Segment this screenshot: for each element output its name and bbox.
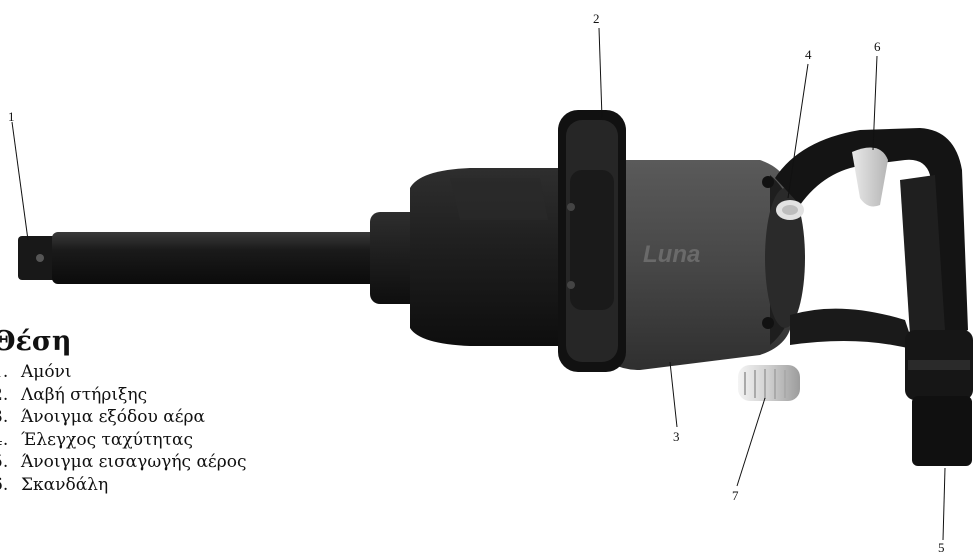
legend-item-number: 6. [0, 474, 9, 495]
brand-logo: Luna [643, 241, 700, 268]
callout-4: 4 [805, 47, 812, 62]
legend-item-number: 2. [0, 384, 9, 405]
legend-item: 2. Λαβή στήριξης [0, 384, 352, 407]
speed-control-dial [776, 200, 804, 220]
air-inlet [905, 330, 973, 466]
motor-housing: Luna [600, 160, 805, 370]
legend-item-label: Άνοιγμα εισαγωγής αέρος [21, 452, 247, 472]
legend-item-number: 1. [0, 362, 9, 382]
legend-item: 4. Έλεγχος ταχύτητας [0, 429, 352, 452]
legend-item: 3. Άνοιγμα εξόδου αέρα [0, 406, 352, 429]
legend-item: 1. Αμόνι [0, 361, 352, 384]
callout-7: 7 [732, 488, 739, 503]
legend-item-label: Σκανδάλη [21, 474, 109, 495]
legend-title: Θέση [0, 326, 72, 357]
legend-item-label: Άνοιγμα εξόδου αέρα [21, 407, 205, 427]
legend-item-number: 3. [0, 407, 9, 427]
legend-item-number: 4. [0, 429, 9, 450]
legend-item-label: Έλεγχος ταχύτητας [21, 429, 194, 450]
legend-list: 1. Αμόνι 2. Λαβή στήριξης 3. Άνοιγμα εξόδου… [0, 361, 352, 496]
front-housing [410, 168, 570, 346]
legend-item-label: Λαβή στήριξης [21, 384, 148, 405]
leader-lines [11, 27, 946, 541]
callout-2: 2 [593, 11, 600, 26]
legend-item-number: 5. [0, 452, 9, 472]
callout-3: 3 [673, 429, 680, 444]
trigger [852, 147, 888, 207]
exhaust-knob [738, 365, 800, 401]
legend-item-label: Αμόνι [21, 362, 72, 382]
parts-legend: Θέση 1. Αμόνι 2. Λαβή στήριξης 3. Άνοιγμα ε… [0, 327, 352, 496]
callout-6: 6 [874, 39, 881, 54]
callout-1: 1 [8, 109, 15, 124]
legend-item: 6. Σκανδάλη [0, 474, 352, 497]
callout-5: 5 [938, 540, 945, 555]
rear-handle [775, 128, 968, 350]
legend-item: 5. Άνοιγμα εισαγωγής αέρος [0, 451, 352, 474]
anvil-shaft [18, 212, 420, 304]
support-handle [558, 110, 626, 372]
